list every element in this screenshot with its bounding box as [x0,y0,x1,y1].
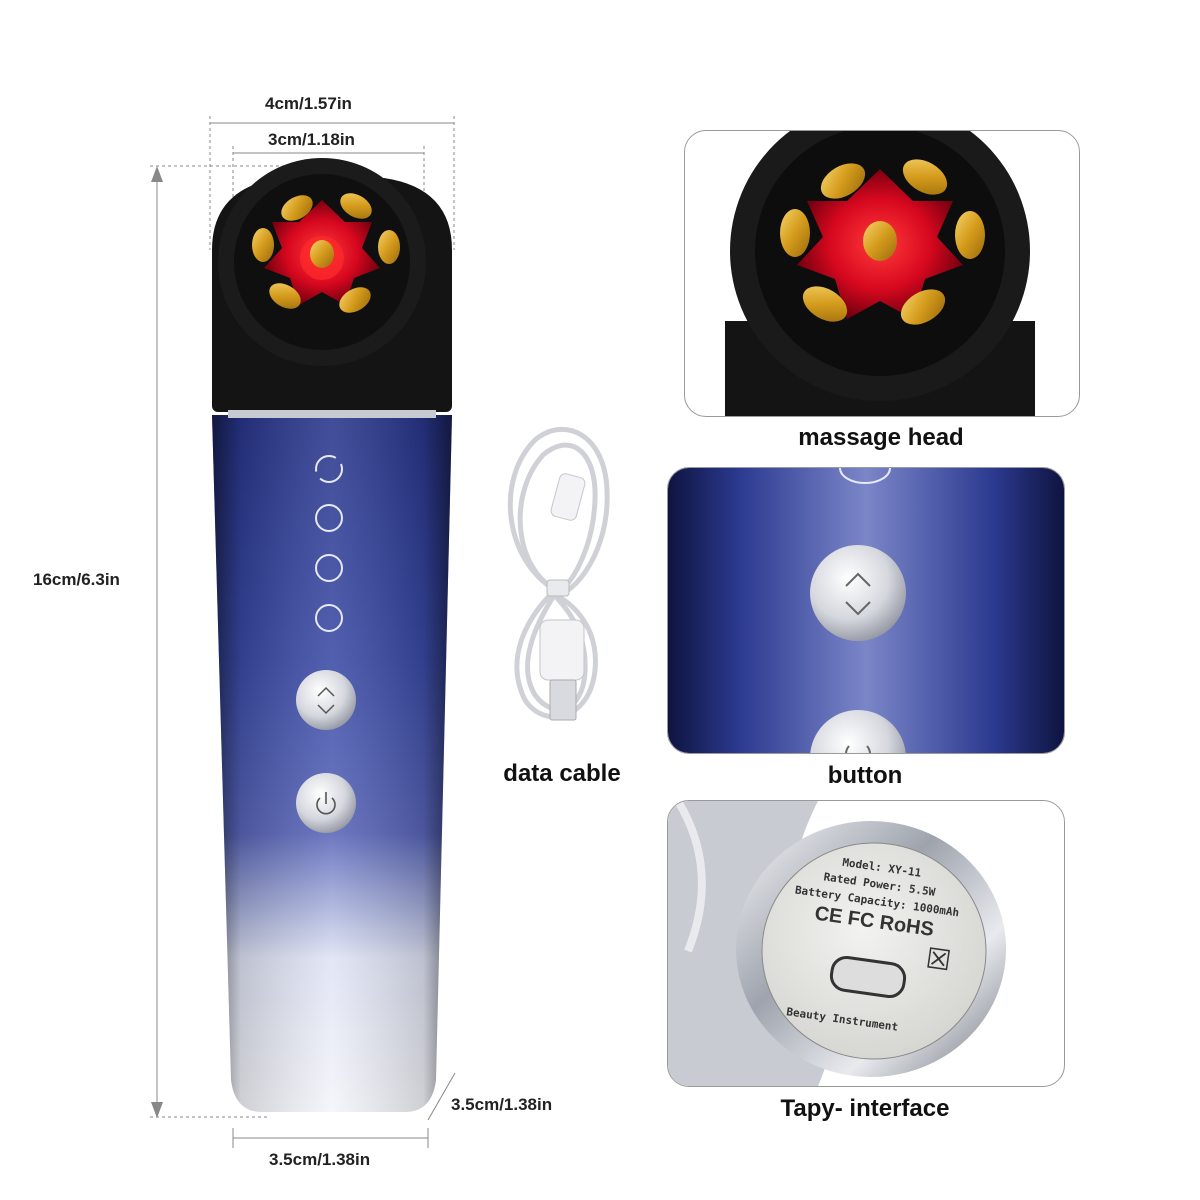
weee-bin-icon: ☒ [923,942,954,977]
gold-electrodes-icon [252,193,400,313]
massage-head-closeup [725,131,1035,416]
interface-panel: Model: XY-11 Rated Power: 5.5W Battery C… [667,800,1065,1087]
massage-head-panel [684,130,1080,417]
interface-caption: Tapy- interface [780,1095,950,1122]
device-diagram [150,116,456,1148]
button-caption: button [827,762,903,789]
mode-button [296,670,356,730]
base-width-label: 3.5cm/1.38in [269,1150,371,1169]
massage-head-caption: massage head [798,424,964,451]
top-outer-width-label: 4cm/1.57in [265,94,352,113]
height-label: 16cm/6.3in [33,570,120,589]
top-inner-width-label: 3cm/1.18in [268,130,355,149]
indicator-lights [315,455,343,632]
base-depth-label: 3.5cm/1.38in [451,1095,553,1114]
interface-closeup [668,801,1006,1086]
button-closeup [668,468,1064,753]
data-cable-icon [507,427,610,721]
power-button [296,773,356,833]
button-panel [667,467,1065,754]
cable-caption: data cable [503,760,621,787]
